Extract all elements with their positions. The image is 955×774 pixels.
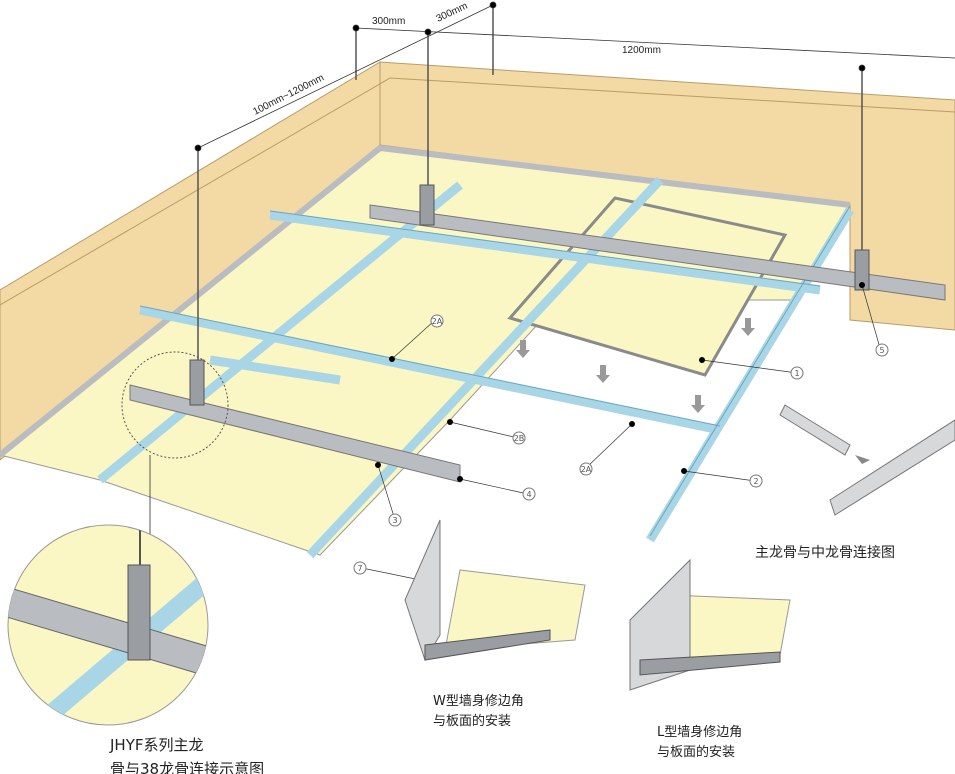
callout-2b: 2B xyxy=(514,434,525,443)
w-edge-trim-detail xyxy=(404,519,586,662)
callout-2a-top: 2A xyxy=(432,317,443,326)
w-caption-line2: 与板面的安装 xyxy=(433,713,511,729)
inset-caption-line1: JHYF系列主龙 xyxy=(109,736,204,754)
w-caption-line1: W型墙身修边角 xyxy=(433,693,524,709)
dimension-lines xyxy=(194,1,955,152)
l-caption-line1: L型墙身修边角 xyxy=(657,724,742,740)
hangers xyxy=(189,184,870,406)
tee-grid-edges xyxy=(139,205,851,537)
callout-4: 4 xyxy=(526,490,531,499)
callout-1: 1 xyxy=(794,369,799,378)
inset-detail xyxy=(7,524,209,726)
l-edge-trim-detail xyxy=(629,558,791,691)
dimension-1200mm: 1200mm xyxy=(622,45,661,56)
main-tee-connection-detail xyxy=(779,404,955,516)
l-caption-line2: 与板面的安装 xyxy=(657,744,735,760)
callout-3: 3 xyxy=(392,516,397,525)
callout-circles xyxy=(353,314,889,575)
dimension-300mm-a: 300mm xyxy=(372,16,405,27)
magnifier-ring xyxy=(121,351,229,459)
callout-2: 2 xyxy=(753,477,758,486)
callout-5: 5 xyxy=(879,346,884,355)
main-channels xyxy=(129,204,946,483)
down-arrow-icons xyxy=(516,318,755,413)
wall-trim-line xyxy=(0,77,955,306)
connection-caption: 主龙骨与中龙骨连接图 xyxy=(755,544,895,561)
wall-angle xyxy=(0,144,851,458)
callout-2a-mid: 2A xyxy=(581,465,592,474)
arrow-icon xyxy=(855,455,870,464)
callout-7: 7 xyxy=(357,564,362,573)
inset-caption-line2: 骨与38龙骨连接示意图 xyxy=(110,760,264,774)
dimension-300mm-b: 300mm xyxy=(435,1,470,25)
